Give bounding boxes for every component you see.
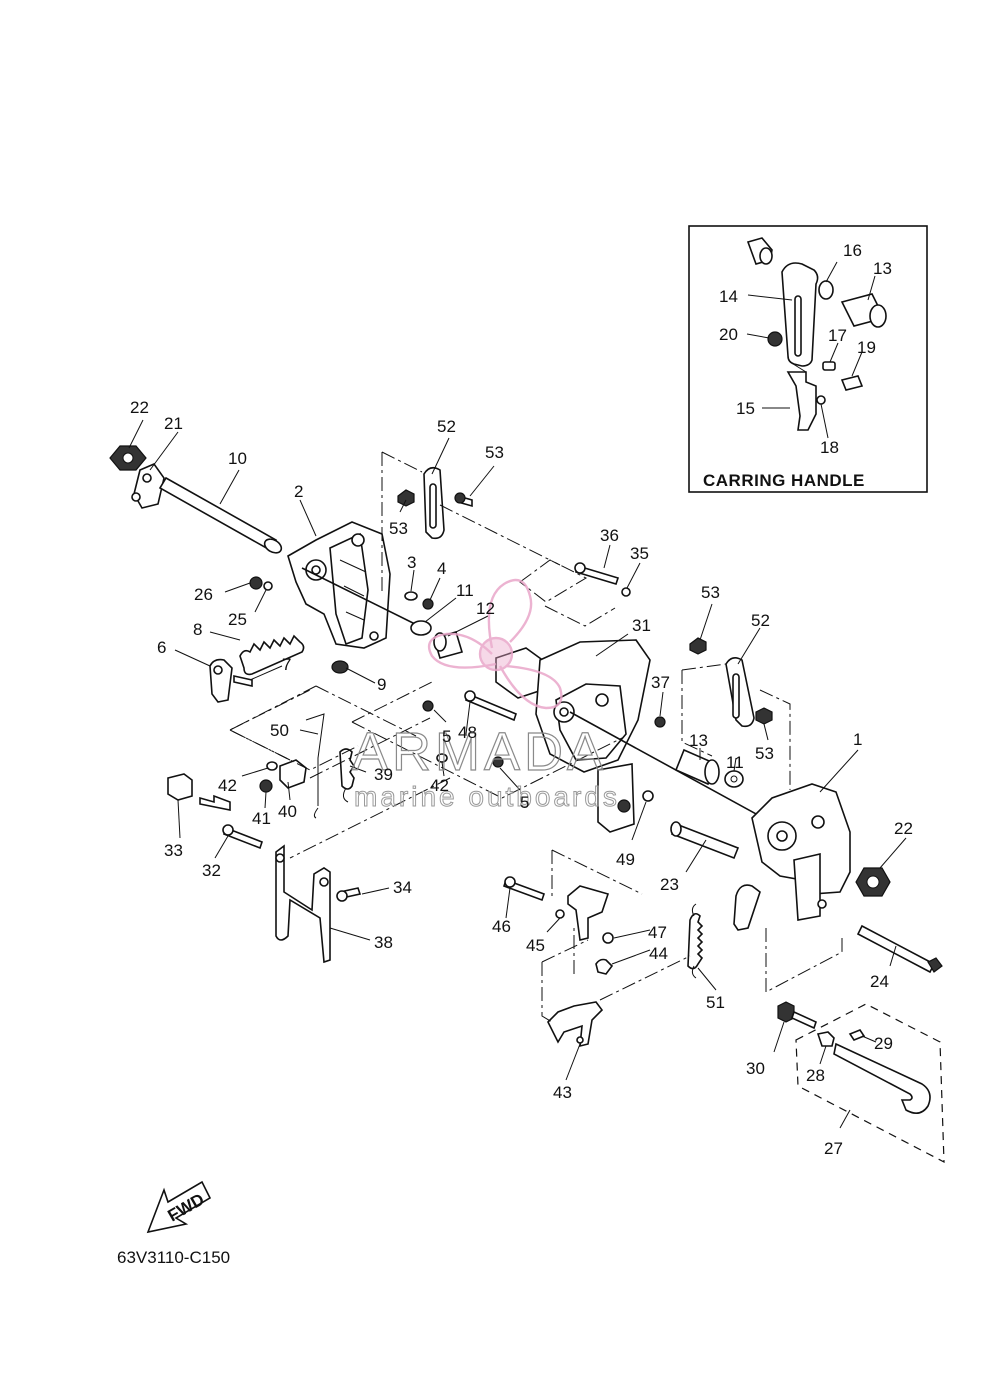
callout-51: 51 [706, 993, 725, 1012]
callout-45: 45 [526, 936, 545, 955]
callout-29: 29 [874, 1034, 893, 1053]
callout-14: 14 [719, 287, 738, 306]
swivel-assembly [228, 544, 801, 898]
callout-42a: 42 [218, 776, 237, 795]
callout-42b: 42 [430, 776, 449, 795]
right-clamp-assembly [670, 603, 943, 993]
callout-30: 30 [746, 1059, 765, 1078]
callout-12: 12 [476, 599, 495, 618]
upper-plate-left [381, 437, 561, 592]
callout-13a: 13 [873, 259, 892, 278]
callout-25: 25 [228, 610, 247, 629]
callout-18: 18 [820, 438, 839, 457]
tilt-support-group [773, 1001, 945, 1164]
callout-4: 4 [437, 559, 446, 578]
callout-32: 32 [202, 861, 221, 880]
callout-53b: 53 [389, 519, 408, 538]
callout-40: 40 [278, 802, 297, 821]
callout-3: 3 [407, 553, 416, 572]
callout-5b: 5 [520, 793, 529, 812]
callout-38: 38 [374, 933, 393, 952]
callout-23: 23 [660, 875, 679, 894]
watermark-tagline: marine outboards [354, 781, 620, 812]
lower-left-linkage [167, 689, 451, 964]
callout-36: 36 [600, 526, 619, 545]
callout-35: 35 [630, 544, 649, 563]
callout-41: 41 [252, 809, 271, 828]
fwd-arrow: FWD [146, 1180, 212, 1234]
callout-48: 48 [458, 723, 477, 742]
callout-5a: 5 [442, 727, 451, 746]
callout-22a: 22 [130, 398, 149, 417]
callout-19: 19 [857, 338, 876, 357]
callout-46: 46 [492, 917, 511, 936]
callout-31: 31 [632, 616, 651, 635]
watermark-brand: ARMADA [352, 722, 607, 782]
callout-15: 15 [736, 399, 755, 418]
callout-labels: 1 2 3 4 5 5 6 7 8 9 10 11 11 12 13 13 14… [130, 241, 913, 1158]
callout-27: 27 [824, 1139, 843, 1158]
watermark: ARMADA marine outboards [351, 578, 620, 813]
callout-52a: 52 [437, 417, 456, 436]
callout-13b: 13 [689, 731, 708, 750]
callout-24: 24 [870, 972, 889, 991]
callout-6: 6 [157, 638, 166, 657]
callout-11b: 11 [726, 753, 744, 772]
callout-34: 34 [393, 878, 412, 897]
callout-1: 1 [853, 730, 862, 749]
callout-7: 7 [282, 655, 291, 674]
drawing-code: 63V3110-C150 [117, 1248, 230, 1267]
callout-53c: 53 [701, 583, 720, 602]
left-clamp-assembly [109, 419, 457, 703]
callout-50: 50 [270, 721, 289, 740]
callout-26: 26 [194, 585, 213, 604]
callout-21: 21 [164, 414, 183, 433]
callout-22b: 22 [894, 819, 913, 838]
callout-2: 2 [294, 482, 303, 501]
callout-16: 16 [843, 241, 862, 260]
callout-33: 33 [164, 841, 183, 860]
callout-9: 9 [377, 675, 386, 694]
callout-47: 47 [648, 923, 667, 942]
callout-43: 43 [553, 1083, 572, 1102]
callout-20: 20 [719, 325, 738, 344]
callout-10: 10 [228, 449, 247, 468]
callout-11a: 11 [456, 581, 474, 600]
callout-49: 49 [616, 850, 635, 869]
callout-28: 28 [806, 1066, 825, 1085]
callout-52b: 52 [751, 611, 770, 630]
callout-44: 44 [649, 944, 668, 963]
callout-39: 39 [374, 765, 393, 784]
callout-37: 37 [651, 673, 670, 692]
callout-53d: 53 [755, 744, 774, 763]
inset-title: CARRING HANDLE [703, 471, 865, 490]
callout-8: 8 [193, 620, 202, 639]
callout-17: 17 [828, 326, 847, 345]
lower-center-linkage [502, 876, 717, 1081]
propeller-logo-icon [427, 578, 563, 710]
carrying-handle-inset: CARRING HANDLE [688, 225, 928, 493]
callout-53a: 53 [485, 443, 504, 462]
